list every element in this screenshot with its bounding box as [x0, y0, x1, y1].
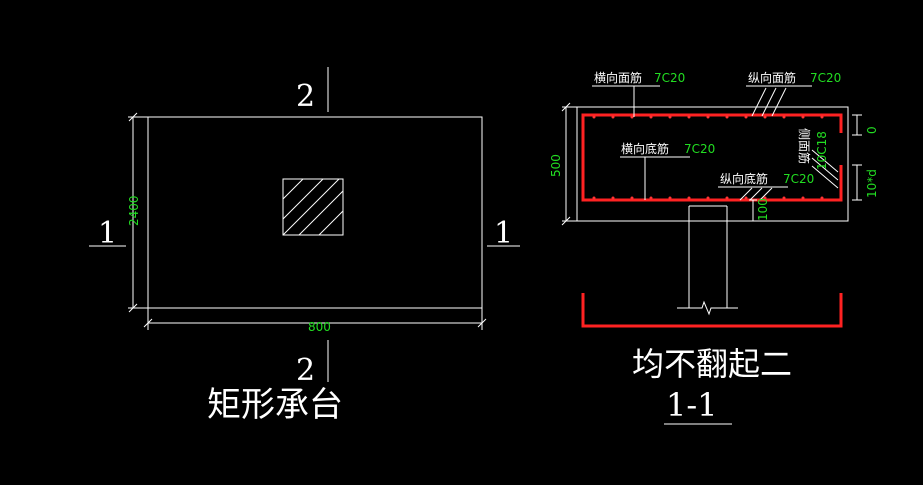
plan-width-label: 800	[308, 320, 331, 334]
rebar-cage	[581, 113, 843, 202]
plan-height-dimension: 2400	[127, 112, 148, 313]
section-1-left-label: 1	[98, 216, 117, 251]
bottom-cover-dimension: 100	[749, 198, 770, 222]
cover-dimensions: 0 10*d	[852, 114, 879, 201]
section-height-dimension: 500	[549, 102, 577, 226]
section-2-top-label: 2	[296, 79, 315, 114]
pile	[677, 205, 738, 316]
column-hatch	[282, 178, 344, 236]
plan-height-label: 2400	[127, 195, 141, 226]
top-long-spec: 7C20	[810, 71, 841, 85]
bot-long-name: 纵向底筋	[720, 171, 768, 186]
side-name: 侧面筋	[797, 128, 812, 164]
rebar-dots	[592, 115, 824, 200]
section-1-right-label: 1	[494, 216, 513, 251]
bot-transverse-name: 横向底筋	[621, 141, 669, 156]
section-height-label: 500	[549, 154, 563, 177]
cover-side-label: 10*d	[865, 169, 879, 198]
bot-transverse-spec: 7C20	[684, 142, 715, 156]
rebar-leaders	[592, 85, 839, 201]
section-bracket	[581, 293, 843, 328]
section-2-bottom-label: 2	[296, 353, 315, 388]
plan-view: 2400 800 2 2 1 1 矩形承台	[89, 67, 520, 425]
top-transverse-name: 横向面筋	[594, 70, 642, 85]
section-title: 均不翻起二	[632, 345, 792, 383]
side-spec: 10C18	[815, 131, 829, 170]
plan-title: 矩形承台	[207, 385, 343, 425]
cover-top-label: 0	[865, 126, 879, 134]
section-label: 1-1	[666, 386, 718, 424]
plan-width-dimension: 800	[143, 308, 487, 334]
bot-long-spec: 7C20	[783, 172, 814, 186]
section-view: 横向面筋 7C20 纵向面筋 7C20 横向底筋 7C20 纵向底筋 7C20 …	[549, 70, 879, 425]
top-long-name: 纵向面筋	[748, 70, 796, 85]
bottom-cover-label: 100	[756, 198, 770, 221]
section-outline	[576, 106, 849, 222]
pile-cap-outline	[147, 116, 483, 309]
top-transverse-spec: 7C20	[654, 71, 685, 85]
